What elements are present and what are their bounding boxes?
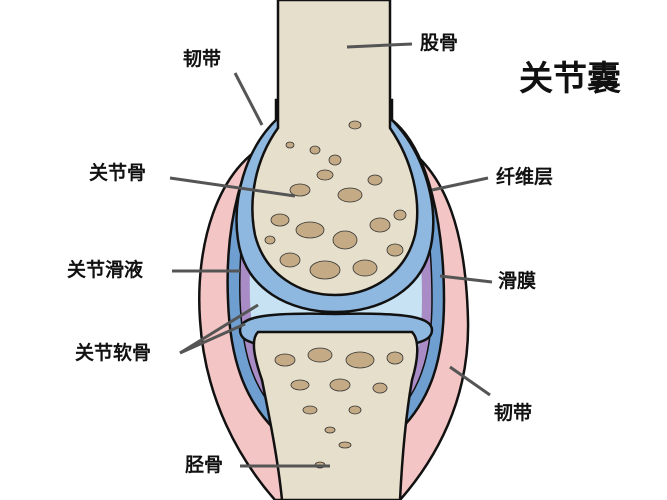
label-tibia: 胫骨 bbox=[185, 454, 224, 476]
label-synovial-fluid: 关节滑液 bbox=[67, 259, 144, 281]
label-synovial-membrane: 滑膜 bbox=[498, 270, 537, 292]
spongy-bone-tibia bbox=[274, 347, 404, 469]
label-articular-cartilage: 关节软骨 bbox=[75, 342, 152, 364]
label-ligament-bottom: 韧带 bbox=[494, 402, 533, 424]
label-fibrous-layer: 纤维层 bbox=[496, 166, 554, 188]
label-ligament-top: 韧带 bbox=[183, 48, 222, 70]
diagram-title: 关节囊 bbox=[519, 59, 621, 99]
spongy-bone-femur bbox=[264, 120, 407, 280]
label-femur: 股骨 bbox=[420, 32, 459, 54]
tibia-bone bbox=[252, 330, 419, 500]
label-articular-bone: 关节骨 bbox=[89, 162, 147, 184]
leader-lines bbox=[169, 42, 493, 468]
